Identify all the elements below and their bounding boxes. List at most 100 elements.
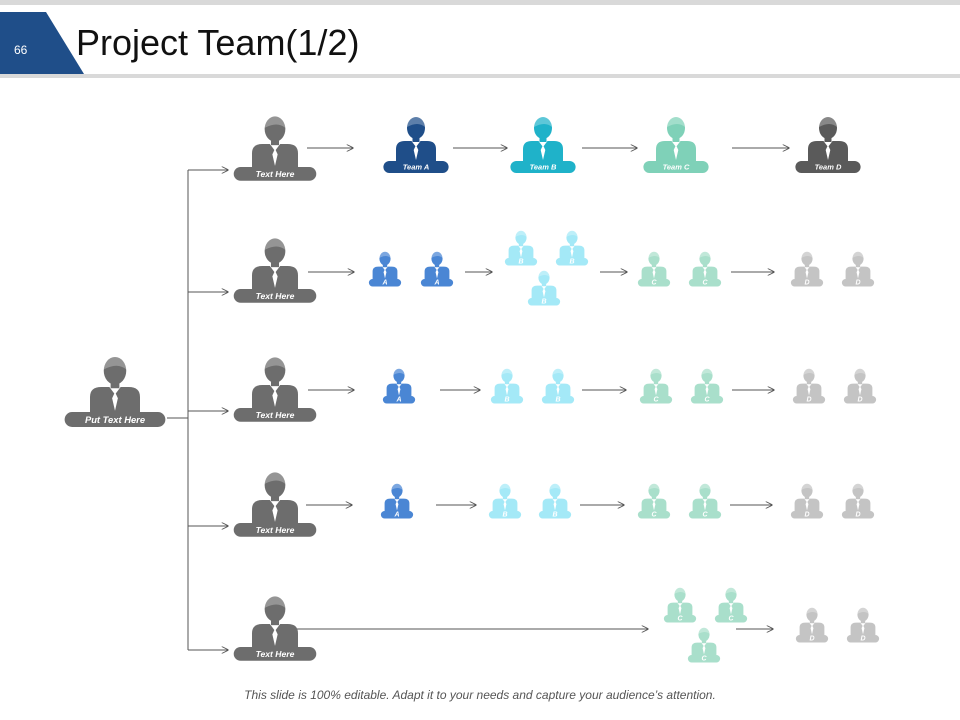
person-head (552, 368, 564, 383)
person-label: A (395, 396, 401, 403)
member-d-r2-g4-2: D (843, 368, 877, 404)
person-label: Team C (663, 163, 690, 172)
person-label-pill (233, 167, 317, 181)
person-label-pill (688, 511, 722, 519)
person-label-pill (790, 279, 824, 287)
member-d-r3-g4-2: D (841, 483, 875, 519)
person-tie (807, 386, 811, 396)
person-head (264, 238, 286, 264)
member-b-r2-g2-1: B (490, 368, 524, 404)
person-head (801, 483, 813, 498)
person-tie (805, 269, 809, 279)
person-label-pill (64, 412, 166, 427)
page-number-tab (0, 12, 84, 74)
person-tie (553, 501, 557, 511)
person-collar (269, 266, 281, 273)
person-hair (264, 471, 286, 484)
person-hair (854, 368, 866, 375)
person-tie (503, 501, 507, 511)
person-label-pill (510, 161, 576, 173)
person-label: Text Here (256, 169, 295, 179)
person-head (379, 251, 391, 266)
person-hair (701, 368, 713, 375)
person-collar (502, 498, 508, 503)
person-label-pill (637, 511, 671, 519)
person-label-pill (690, 396, 724, 404)
person-collar (434, 266, 440, 271)
person-collar (109, 387, 121, 395)
person-head (264, 116, 286, 142)
member-d-r2-g4-1: D (792, 368, 826, 404)
person-neck (270, 618, 280, 626)
person-label-pill (639, 396, 673, 404)
person-label-pill (841, 279, 875, 287)
member-d-r3-g4-1: D (790, 483, 824, 519)
person-collar (394, 498, 400, 503)
person-hair (538, 270, 550, 277)
person-head (501, 368, 513, 383)
person-head (852, 483, 864, 498)
person-label-pill (382, 396, 416, 404)
person-head (264, 596, 286, 622)
person-hair (379, 251, 391, 258)
person-label: C (702, 279, 708, 286)
person-head (801, 251, 813, 266)
person-collar (702, 498, 708, 503)
person-label-pill (714, 615, 748, 623)
person-tie (435, 269, 439, 279)
member-c-r4-g1-2: C (714, 587, 748, 623)
branch-person-2: Text Here (233, 237, 317, 303)
person-collar (855, 498, 861, 503)
person-label: C (651, 279, 657, 286)
person-hair (393, 368, 405, 375)
person-tie (652, 269, 656, 279)
person-collar (809, 622, 815, 627)
title-rule (0, 74, 960, 78)
person-neck (270, 260, 280, 268)
person-tie (397, 386, 401, 396)
person-tie (272, 504, 278, 522)
person-hair (698, 627, 710, 634)
person-label: Text Here (256, 291, 295, 301)
branch-person-3: Text Here (233, 356, 317, 422)
person-hair (725, 587, 737, 594)
person-label: A (433, 279, 439, 286)
person-collar (855, 266, 861, 271)
member-b-r3-g2-1: B (488, 483, 522, 519)
person-tie (861, 625, 865, 635)
person-head (431, 251, 443, 266)
person-tie (519, 248, 523, 258)
person-label: D (860, 635, 865, 642)
person-label: C (677, 615, 683, 622)
member-a-r1-g1-1: A (368, 251, 402, 287)
person-collar (728, 602, 734, 607)
person-tie (702, 645, 706, 655)
person-label-pill (541, 396, 575, 404)
person-collar (569, 245, 575, 250)
person-hair (566, 230, 578, 237)
member-c-r2-g3-2: C (690, 368, 724, 404)
person-head (515, 230, 527, 245)
person-collar (804, 498, 810, 503)
person-neck (677, 599, 683, 604)
person-head (407, 117, 425, 139)
person-hair (857, 607, 869, 614)
person-head (650, 368, 662, 383)
person-label-pill (688, 279, 722, 287)
person-tie (272, 270, 278, 288)
person-neck (809, 619, 815, 624)
person-hair (501, 368, 513, 375)
person-hair (552, 368, 564, 375)
person-label-pill (420, 279, 454, 287)
person-head (538, 270, 550, 285)
person-head (549, 483, 561, 498)
person-label: C (701, 655, 707, 662)
person-label: Text Here (256, 410, 295, 420)
person-hair (650, 368, 662, 375)
person-collar (541, 285, 547, 290)
person-label: Team A (403, 163, 430, 172)
branch-person-5: Text Here (233, 595, 317, 661)
person-head (819, 117, 837, 139)
